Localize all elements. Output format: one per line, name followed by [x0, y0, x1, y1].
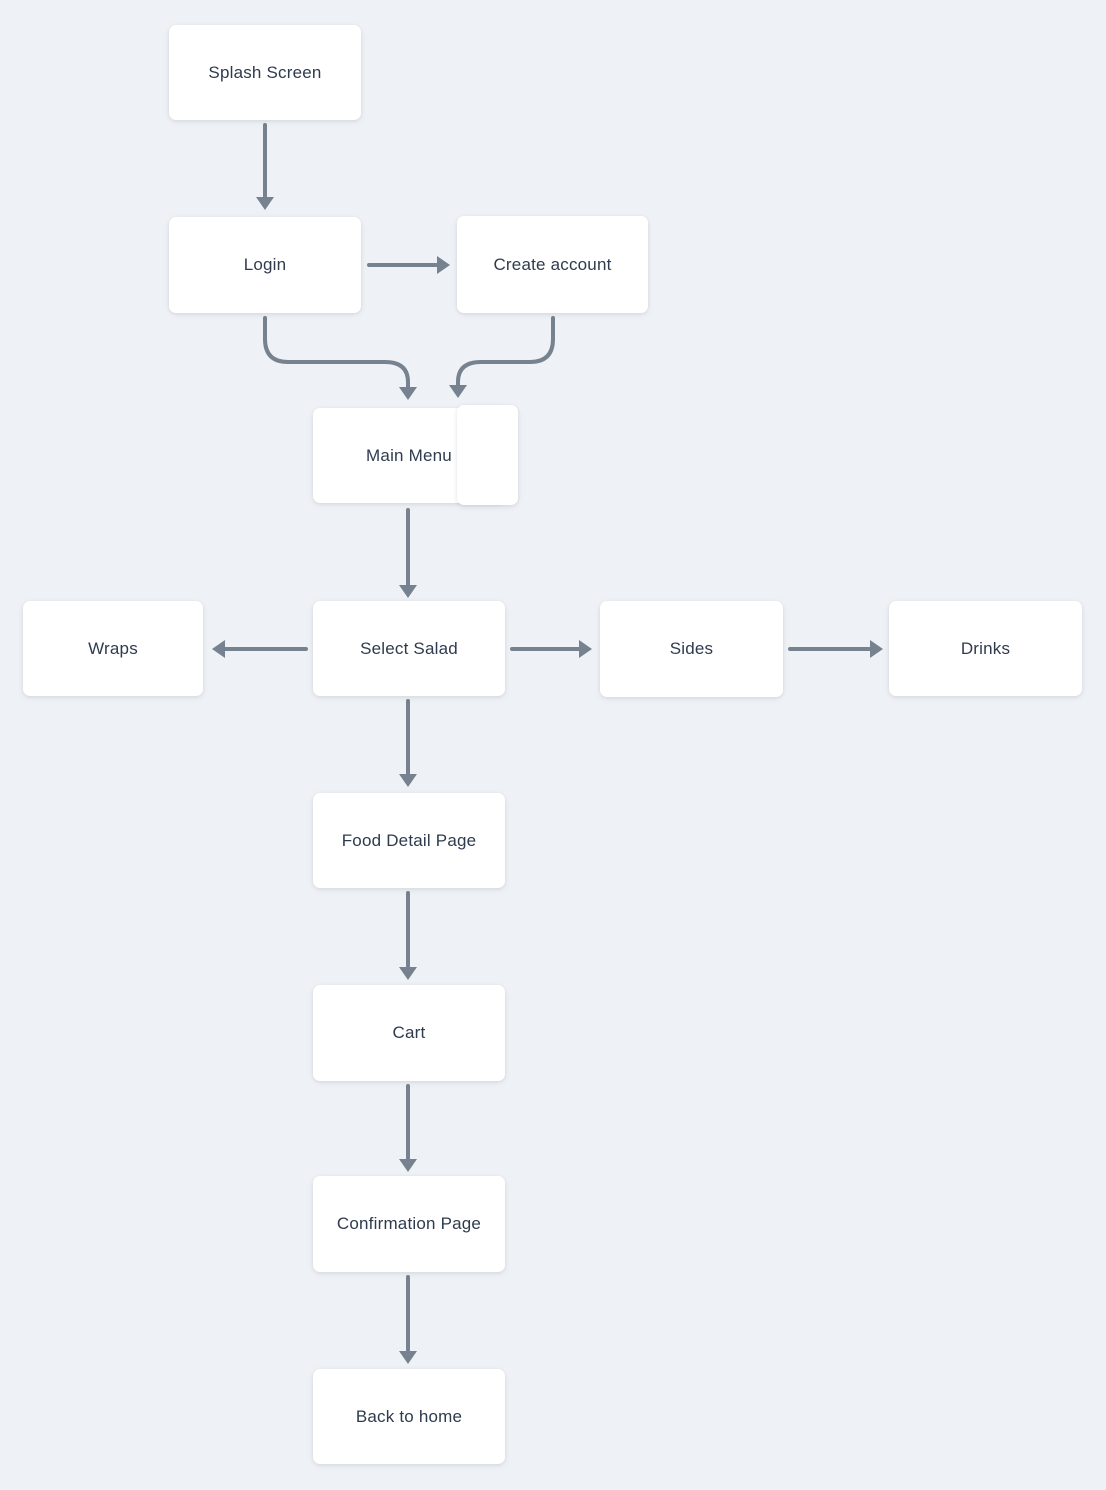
node-sides-label: Sides — [669, 639, 714, 658]
node-wraps-label: Wraps — [88, 638, 138, 658]
node-food-detail-page-label: Food Detail Page — [341, 830, 477, 850]
node-drinks-label: Drinks — [960, 638, 1011, 658]
node-wraps[interactable]: Wraps — [23, 601, 203, 696]
node-food-detail-page[interactable]: Food Detail Page — [313, 793, 505, 888]
node-splash-screen[interactable]: Splash Screen — [169, 25, 361, 120]
node-confirmation-page-label: Confirmation Page — [336, 1214, 482, 1233]
node-cart[interactable]: Cart — [313, 985, 505, 1081]
node-select-salad[interactable]: Select Salad — [313, 601, 505, 696]
node-splash-screen-label: Splash Screen — [208, 62, 322, 82]
main-menu-duplicate-card — [457, 405, 518, 505]
node-login[interactable]: Login — [169, 217, 361, 313]
node-login-label: Login — [243, 255, 287, 274]
node-back-to-home-label: Back to home — [355, 1406, 463, 1426]
node-drinks[interactable]: Drinks — [889, 601, 1082, 696]
edge-create-account-to-main-menu — [449, 316, 555, 398]
edge-login-to-main-menu — [263, 316, 417, 400]
node-select-salad-label: Select Salad — [360, 638, 458, 658]
node-main-menu-label: Main Menu — [366, 445, 452, 465]
node-create-account-label: Create account — [493, 254, 612, 274]
node-create-account[interactable]: Create account — [457, 216, 648, 313]
node-sides[interactable]: Sides — [600, 601, 783, 697]
node-back-to-home[interactable]: Back to home — [313, 1369, 505, 1464]
node-confirmation-page[interactable]: Confirmation Page — [313, 1176, 505, 1272]
node-cart-label: Cart — [392, 1023, 426, 1042]
